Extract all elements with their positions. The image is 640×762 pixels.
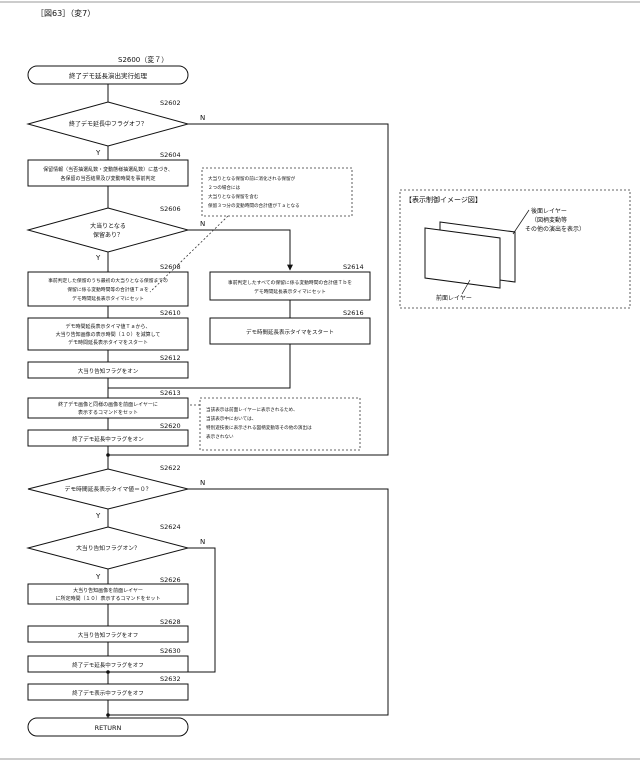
s2624-id: S2624 [160, 523, 181, 531]
s2602-id: S2602 [160, 99, 181, 107]
note-2-line-4: 表示されない [206, 433, 234, 440]
s2606-decision [28, 208, 188, 252]
s2610-id: S2610 [160, 309, 181, 317]
s2610-text-2: 大当り告知画像の表示時間（１０）を減算して [56, 331, 161, 338]
s2626-id: S2626 [160, 576, 181, 584]
s2622-id: S2622 [160, 464, 181, 472]
s2616-id: S2616 [343, 309, 364, 317]
end-terminal-label: RETURN [95, 724, 122, 732]
s2602-yes: Y [95, 149, 101, 157]
s2624-no: N [200, 538, 205, 546]
s2613-text-1: 終了デモ画像と同様の画像を前面レイヤーに [58, 401, 158, 408]
merge-dot-1 [106, 453, 110, 457]
note-2-line-2: 当該表示中においては、 [206, 415, 256, 422]
note-2-line-1: 当該表示は前面レイヤーに表示されるため、 [206, 406, 298, 413]
s2608-id: S2608 [160, 263, 181, 271]
s2632-id: S2632 [160, 675, 181, 683]
s2606-no: N [200, 220, 205, 228]
s2622-yes: Y [95, 512, 101, 520]
s2613-id: S2613 [160, 389, 181, 397]
s2610-text-1: デモ時間延長表示タイマ値Ｔａから、 [65, 323, 150, 330]
merge-dot-3 [106, 713, 110, 717]
s2616-text: デモ時間延長表示タイマをスタート [246, 328, 334, 336]
s2610-text-3: デモ時間延長表示タイマをスタート [68, 339, 148, 346]
note-1-line-1: 大当りとなる保留の前に消化される保留が [208, 175, 296, 182]
s2612-text: 大当り告知フラグをオン [78, 367, 139, 375]
front-layer-sheet [425, 228, 500, 288]
s2614-id: S2614 [343, 263, 364, 271]
note-1-line-2: ２つの場合には [208, 184, 241, 191]
s2604-process [28, 160, 188, 186]
s2612-id: S2612 [160, 354, 181, 362]
start-terminal-label: 終了デモ延長演出実行処理 [69, 71, 148, 80]
front-layer-label: 前面レイヤー [436, 294, 472, 302]
s2630-text: 終了デモ延長中フラグをオフ [72, 661, 144, 669]
s2608-text-3: デモ時間延長表示タイマにセット [72, 295, 144, 302]
note-2-box [200, 398, 360, 450]
s2624-text: 大当り告知フラグオン？ [76, 544, 140, 552]
s2626-text-2: に所定時間（１０）表示するコマンドをセット [55, 595, 160, 602]
s2608-text-2: 保留に係る変動時間等の合計値Ｔａを [67, 286, 149, 293]
figure-caption: ［図63］（変7） [36, 8, 95, 18]
s2624-yes: Y [95, 573, 101, 581]
s2602-no: N [200, 114, 205, 122]
s2632-text: 終了デモ表示中フラグをオフ [72, 689, 144, 697]
note-2-line-3: 特別遊技後に表示される図柄変動等その他の演出は [206, 424, 312, 431]
s2614-text-1: 事前判定したすべての保留に係る変動時間の合計値Ｔｂを [228, 279, 352, 286]
s2614-text-2: デモ時間延長表示タイマにセット [254, 288, 326, 295]
note-1-line-3: 大当りとなる保留を含む [208, 193, 259, 200]
s2602-text: 終了デモ延長中フラグオフ？ [69, 120, 147, 128]
s2628-id: S2628 [160, 618, 181, 626]
s2606-text-2: 保留あり？ [93, 231, 123, 239]
s2606-no-path [188, 230, 290, 270]
s2604-text-2: 各保留の当否結果及び変動時間を事前判定 [60, 175, 155, 182]
s2626-text-1: 大当り告知画像を前面レイヤー [73, 587, 143, 594]
s2613-text-2: 表示するコマンドをセット [78, 409, 138, 416]
back-layer-label-1: 後面レイヤー [531, 207, 567, 215]
start-step-id: S2600（変７） [118, 55, 168, 64]
s2620-id: S2620 [160, 422, 181, 430]
s2622-text: デモ時間延長表示タイマ値＝０？ [65, 485, 152, 493]
s2622-no: N [200, 479, 205, 487]
s2604-text-1: 保留情報（当否抽選乱数・変動態様抽選乱数）に基づき、 [43, 166, 173, 173]
s2630-id: S2630 [160, 647, 181, 655]
image-panel-title: 【表示制御イメージ図】 [405, 195, 482, 204]
s2606-id: S2606 [160, 205, 181, 213]
merge-dot-2 [106, 670, 110, 674]
s2628-text: 大当り告知フラグをオフ [78, 631, 139, 639]
back-layer-label-2: （図柄変動等 [531, 216, 567, 224]
s2606-yes: Y [95, 254, 101, 262]
s2614-process [210, 272, 370, 300]
s2608-text-1: 事前判定した保留のうち最初の大当りとなる保留までの [48, 277, 168, 284]
back-layer-label-3: その他の演出を表示） [525, 225, 585, 233]
s2604-id: S2604 [160, 151, 181, 159]
note-1-line-4: 保留３つ分の変動時間の合計値がＴａとなる [208, 202, 300, 209]
s2606-text-1: 大当りとなる [90, 222, 126, 230]
s2620-text: 終了デモ延長中フラグをオン [72, 435, 144, 443]
